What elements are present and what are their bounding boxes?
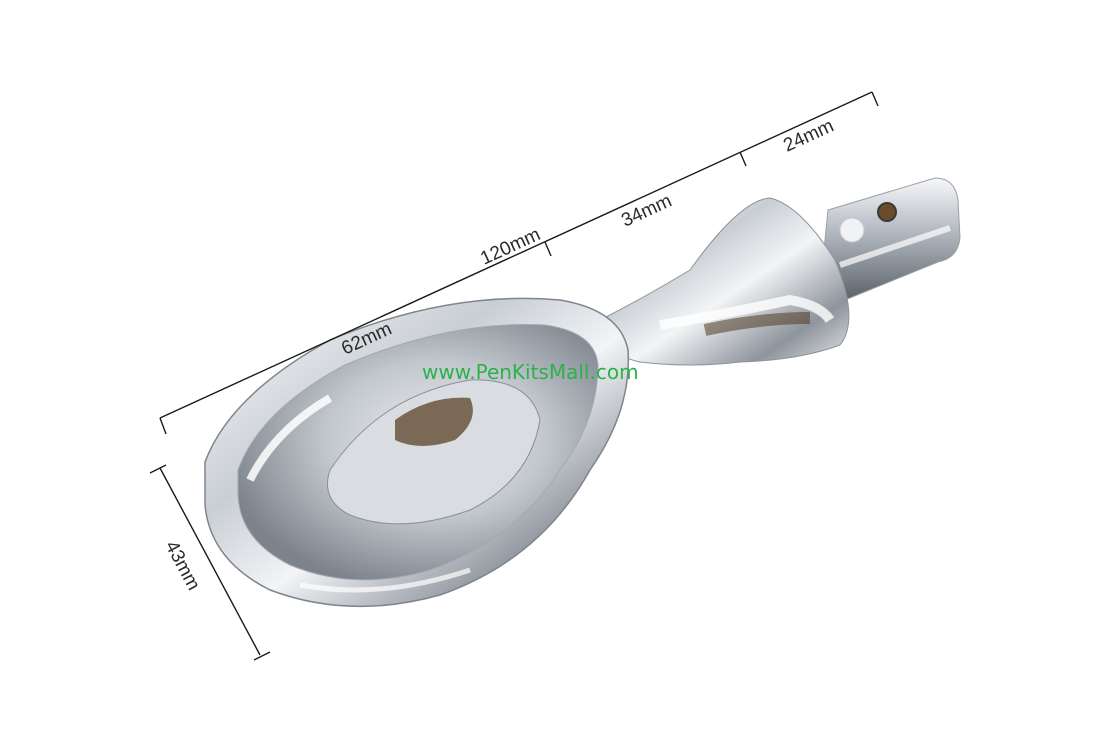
middle-length-label: 34mm: [618, 190, 675, 231]
scoop-product: [204, 177, 961, 608]
dimension-lines: [149, 91, 879, 661]
width-tick-bottom: [253, 651, 271, 661]
dim-tick-mid1: [544, 241, 552, 257]
width-tick-top: [149, 464, 167, 474]
dim-tick-start: [159, 417, 167, 435]
total-length-line: [159, 91, 873, 419]
stem-hole: [877, 202, 897, 222]
scoop-width-label: 43mm: [161, 537, 204, 593]
scoop-bowl: [204, 297, 630, 608]
watermark-text: www.PenKitsMall.com: [422, 360, 639, 384]
scoop-handle: [599, 197, 850, 366]
dim-tick-end: [871, 91, 879, 107]
scoop-stem: [819, 177, 961, 301]
dim-tick-mid2: [739, 151, 747, 167]
width-line: [159, 467, 261, 656]
total-length-label: 120mm: [477, 224, 543, 269]
